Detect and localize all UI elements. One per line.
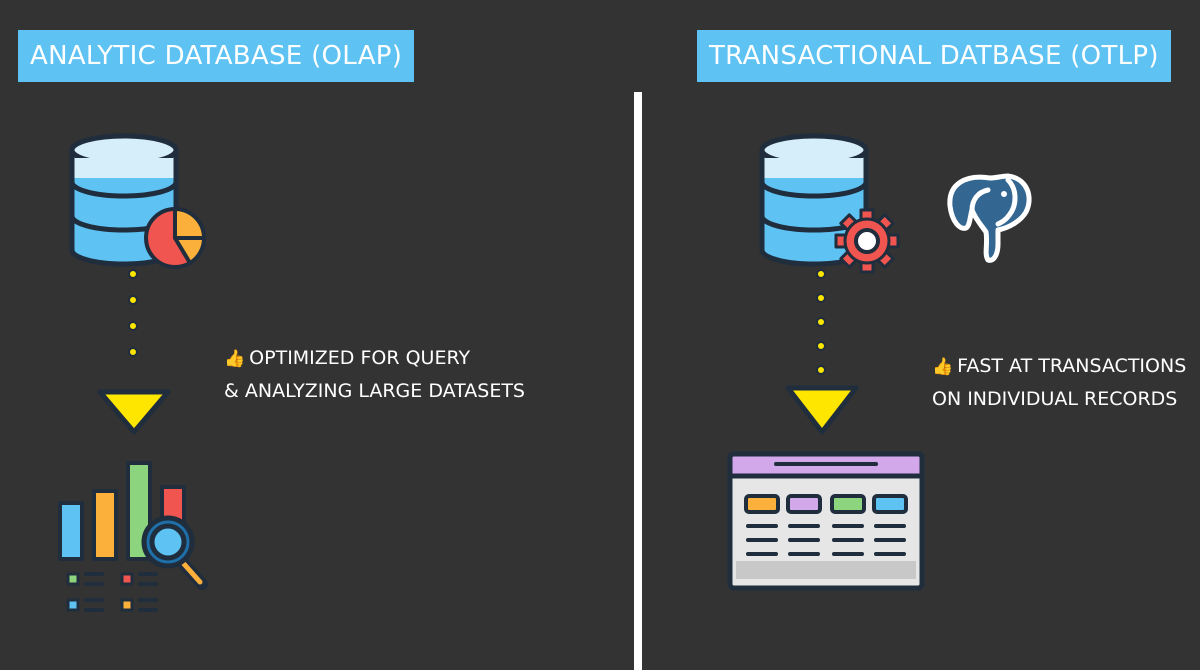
dotted-connector — [816, 269, 826, 375]
database-icon — [69, 133, 179, 267]
thumbs-up-icon: 👍 — [224, 349, 246, 369]
center-divider — [634, 92, 642, 670]
oltp-caption-line2: ON INDIVIDUAL RECORDS — [932, 388, 1178, 410]
pie-chart-icon — [144, 207, 207, 269]
dotted-connector — [128, 269, 138, 357]
arrow-down-icon — [97, 389, 171, 435]
olap-caption: 👍OPTIMIZED FOR QUERY & ANALYZING LARGE D… — [224, 342, 525, 407]
oltp-title: TRANSACTIONAL DATBASE (OTLP) — [697, 30, 1171, 82]
arrow-down-icon — [785, 385, 859, 435]
oltp-caption-line1: FAST AT TRANSACTIONS — [957, 355, 1187, 377]
gear-icon — [834, 208, 900, 274]
olap-caption-line2: & ANALYZING LARGE DATASETS — [224, 380, 525, 402]
thumbs-up-icon: 👍 — [932, 357, 954, 377]
table-window-icon — [727, 451, 925, 591]
postgresql-elephant-icon — [947, 173, 1032, 263]
oltp-caption: 👍FAST AT TRANSACTIONS ON INDIVIDUAL RECO… — [932, 350, 1186, 415]
olap-caption-line1: OPTIMIZED FOR QUERY — [249, 347, 471, 369]
olap-title: ANALYTIC DATABASE (OLAP) — [18, 30, 415, 82]
magnifier-icon — [141, 515, 208, 590]
